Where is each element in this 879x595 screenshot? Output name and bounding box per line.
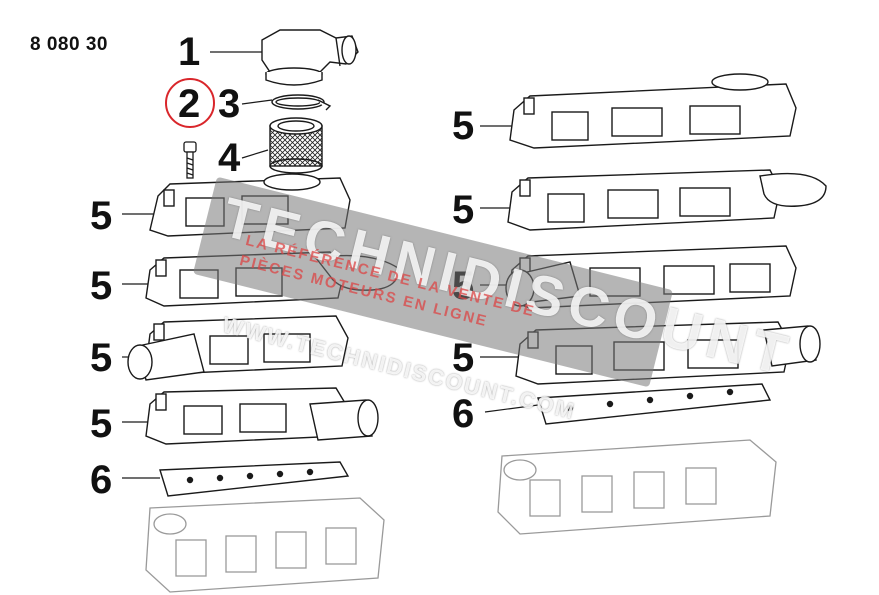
callout-5-left-d: 5 [90, 402, 113, 446]
right-valve-cover-2 [507, 169, 827, 231]
right-gasket [537, 383, 772, 425]
callout-5-left-b: 5 [90, 264, 113, 308]
callout-6-right: 6 [452, 392, 475, 436]
callout-2: 2 [178, 82, 201, 126]
callout-5-right-d: 5 [452, 336, 475, 380]
callout-3: 3 [218, 82, 241, 126]
diagram-reference-number: 8 080 30 [30, 34, 108, 55]
right-cylinder-head [497, 439, 777, 535]
highlight-circle-part-2 [165, 78, 215, 128]
left-valve-cover-4 [145, 387, 379, 445]
part-2-screw [183, 141, 197, 179]
left-valve-cover-3 [127, 315, 349, 381]
left-gasket [159, 461, 350, 497]
callout-1: 1 [178, 30, 201, 74]
left-cylinder-head [145, 497, 385, 593]
right-valve-cover-1 [509, 73, 797, 149]
part-4-filter [269, 117, 323, 174]
callout-5-left-c: 5 [90, 336, 113, 380]
callout-5-right-a: 5 [452, 104, 475, 148]
callout-5-left-a: 5 [90, 194, 113, 238]
part-1-cap [261, 29, 359, 86]
callout-4: 4 [218, 136, 241, 180]
callout-6-left: 6 [90, 458, 113, 502]
callout-5-right-b: 5 [452, 188, 475, 232]
part-3-clamp [271, 94, 332, 111]
